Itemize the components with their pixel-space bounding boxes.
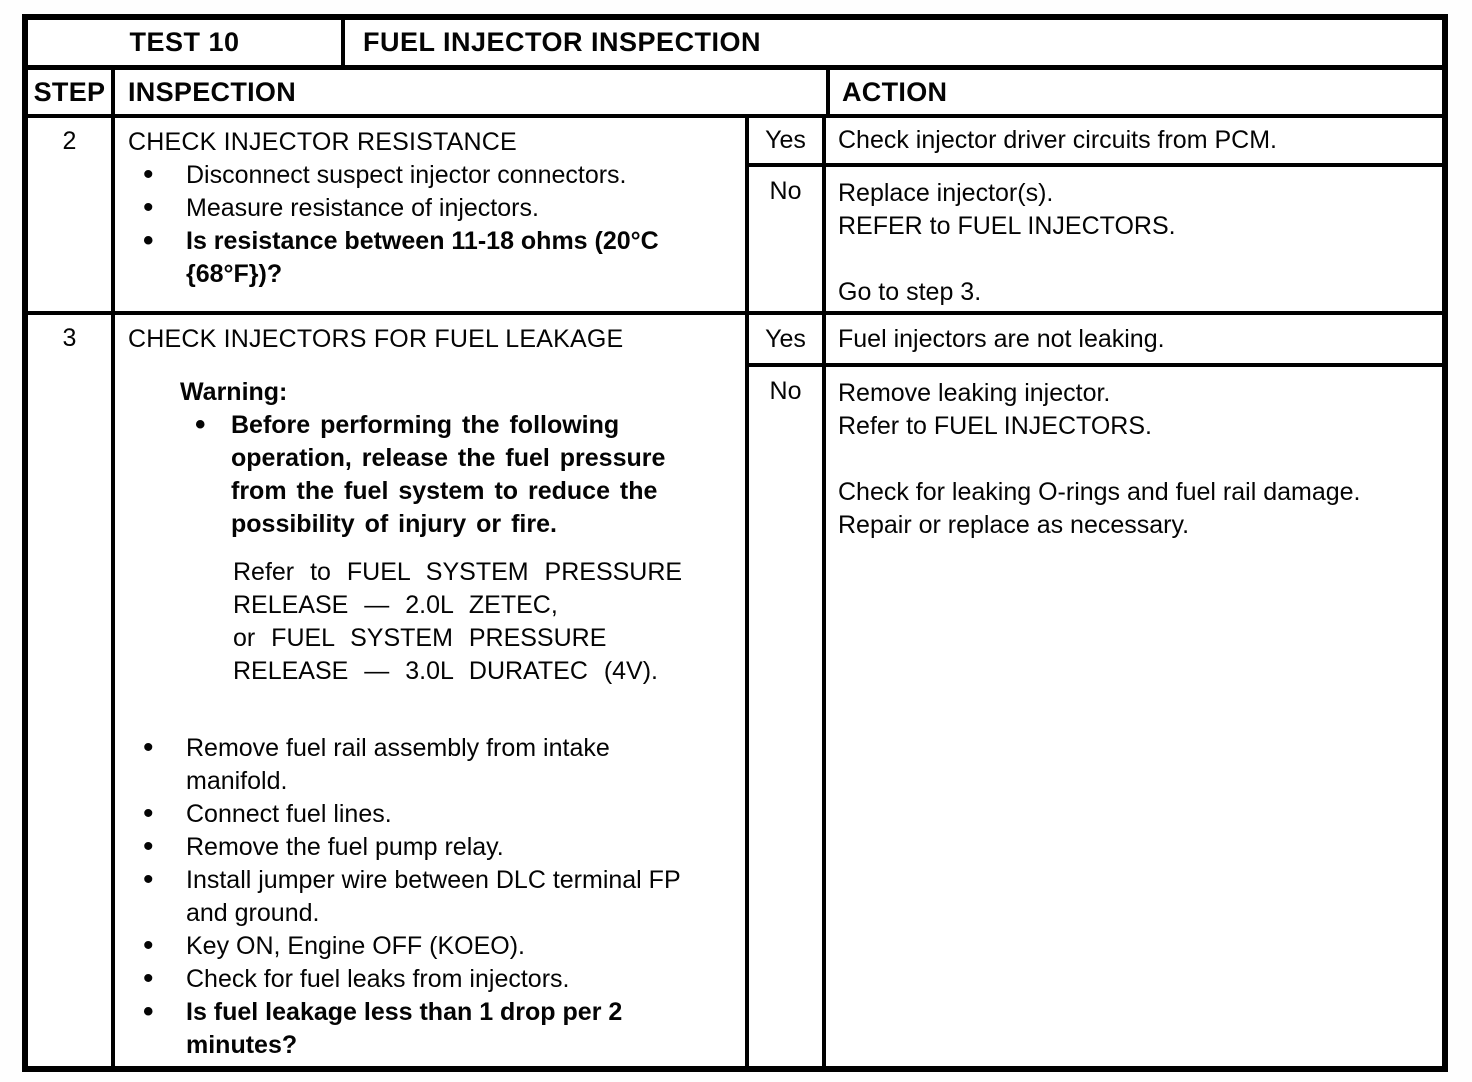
warning-bullet: Before performing the following operatio… bbox=[180, 408, 739, 541]
warning-block: Warning: Before performing the following… bbox=[180, 376, 739, 541]
bullet-item-question: Is resistance between 11-18 ohms (20°C {… bbox=[128, 224, 739, 291]
step-2-bullet-list: Disconnect suspect injector connectors. … bbox=[128, 158, 739, 291]
column-header-row: STEP INSPECTION ACTION bbox=[28, 70, 1442, 118]
inspection-column-header: INSPECTION bbox=[115, 70, 830, 114]
warning-label: Warning: bbox=[180, 378, 288, 406]
step-2-number: 2 bbox=[28, 118, 115, 311]
step-2-no-label: No bbox=[749, 167, 826, 311]
step-3-no-label: No bbox=[749, 367, 826, 1066]
step-2-result-area: Yes Check injector driver circuits from … bbox=[749, 118, 1442, 311]
table-title-row: TEST 10 FUEL INJECTOR INSPECTION bbox=[28, 20, 1442, 70]
diagnostic-test-table: TEST 10 FUEL INJECTOR INSPECTION STEP IN… bbox=[22, 14, 1448, 1072]
step-3-result-area: Yes Fuel injectors are not leaking. No R… bbox=[749, 315, 1442, 1066]
step-3-inspection-title: CHECK INJECTORS FOR FUEL LEAKAGE bbox=[128, 325, 624, 353]
step-3-row: 3 CHECK INJECTORS FOR FUEL LEAKAGE Warni… bbox=[28, 315, 1442, 1066]
bullet-item: Connect fuel lines. bbox=[128, 797, 739, 831]
step-3-no-row: No Remove leaking injector. Refer to FUE… bbox=[749, 367, 1442, 1066]
step-2-inspection-title: CHECK INJECTOR RESISTANCE bbox=[128, 128, 517, 156]
test-title-cell: FUEL INJECTOR INSPECTION bbox=[363, 27, 762, 57]
bullet-item: Disconnect suspect injector connectors. bbox=[128, 158, 739, 192]
step-2-yes-row: Yes Check injector driver circuits from … bbox=[749, 118, 1442, 167]
step-3-number: 3 bbox=[28, 315, 115, 1066]
bullet-item: Install jumper wire between DLC terminal… bbox=[128, 863, 739, 930]
step-2-inspection-cell: CHECK INJECTOR RESISTANCE Disconnect sus… bbox=[115, 118, 749, 311]
test-number-cell: TEST 10 bbox=[28, 20, 345, 65]
step-3-yes-row: Yes Fuel injectors are not leaking. bbox=[749, 315, 1442, 367]
bullet-item-question: Is fuel leakage less than 1 drop per 2 m… bbox=[128, 995, 739, 1062]
bullet-item: Remove fuel rail assembly from intake ma… bbox=[128, 731, 739, 798]
bullet-item: Measure resistance of injectors. bbox=[128, 191, 739, 225]
step-2-no-row: No Replace injector(s). REFER to FUEL IN… bbox=[749, 167, 1442, 311]
action-column-header: ACTION bbox=[842, 76, 948, 107]
step-3-inspection-cell: CHECK INJECTORS FOR FUEL LEAKAGE Warning… bbox=[115, 315, 749, 1066]
step-3-yes-action: Fuel injectors are not leaking. bbox=[838, 324, 1165, 353]
step-2-yes-action: Check injector driver circuits from PCM. bbox=[838, 126, 1277, 154]
bullet-item: Remove the fuel pump relay. bbox=[128, 830, 739, 864]
step-column-header: STEP bbox=[28, 70, 115, 114]
step-3-yes-label: Yes bbox=[749, 315, 826, 363]
bullet-item: Key ON, Engine OFF (KOEO). bbox=[128, 929, 739, 963]
bullet-item: Check for fuel leaks from injectors. bbox=[128, 962, 739, 996]
reference-paragraph: Refer to FUEL SYSTEM PRESSURE RELEASE — … bbox=[233, 558, 683, 685]
step-2-no-action: Replace injector(s). REFER to FUEL INJEC… bbox=[838, 179, 1176, 306]
step-2-row: 2 CHECK INJECTOR RESISTANCE Disconnect s… bbox=[28, 118, 1442, 315]
step-3-bullet-list: Remove fuel rail assembly from intake ma… bbox=[128, 731, 739, 1062]
step-3-no-action: Remove leaking injector. Refer to FUEL I… bbox=[838, 379, 1361, 539]
step-2-yes-label: Yes bbox=[749, 118, 826, 163]
